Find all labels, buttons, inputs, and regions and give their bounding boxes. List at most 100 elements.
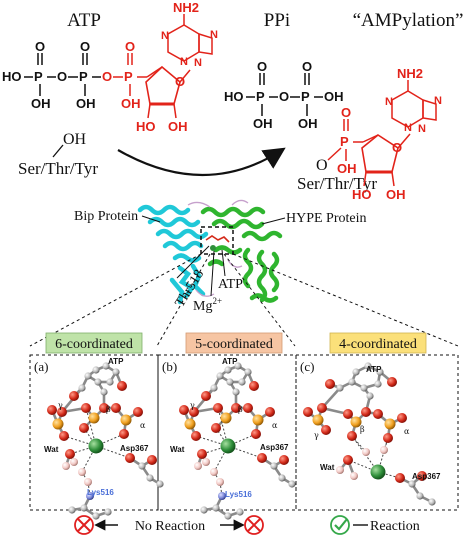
oxygen-atom <box>59 431 69 441</box>
atp-ho: HO <box>2 69 22 84</box>
phosphate-greek-label: α <box>272 421 278 430</box>
oxygen-atom <box>179 405 189 415</box>
oxygen-atom <box>125 453 135 463</box>
atp-n3: N <box>180 56 188 68</box>
carbon-atom <box>336 384 344 392</box>
oxygen-atom <box>251 429 261 439</box>
oxygen-atom <box>361 407 371 417</box>
oxygen-atom <box>279 455 289 465</box>
protein-structure <box>137 199 283 305</box>
coordination-label-c: 4-coordinated <box>339 337 417 352</box>
atp-protein-label: ATP <box>218 277 243 292</box>
oxygen-atom <box>81 403 91 413</box>
product-ring-oh: OH <box>386 187 406 202</box>
atp-bridge-o1: O <box>57 69 67 84</box>
oxygen-atom <box>231 403 241 413</box>
panel-a-frame <box>29 354 159 511</box>
carbon-atom <box>428 498 436 506</box>
atp-p1-oh: OH <box>31 96 51 111</box>
panel-a-wat: Wat <box>44 445 59 454</box>
phosphate-greek-label: γ <box>314 431 319 440</box>
phosphorus-atom <box>184 418 196 430</box>
oxygen-atom <box>117 381 127 391</box>
oxygen-atom <box>383 433 393 443</box>
nitrogen-atom <box>86 492 94 500</box>
carbon-atom <box>238 378 246 386</box>
carbon-atom <box>92 366 100 374</box>
ppi-structure: HO P O OH O P O OH OH <box>224 59 344 131</box>
carbon-atom <box>102 362 110 370</box>
carbon-atom <box>244 368 252 376</box>
phosphorus-atom <box>120 414 132 426</box>
oxygen-atom <box>191 431 201 441</box>
carbon-atom <box>156 480 164 488</box>
carbon-atom <box>80 504 88 512</box>
oxygen-atom <box>213 403 223 413</box>
product-structure: Ser/Thr/Tyr O P O OH O HO OH NH2 <box>297 66 442 202</box>
oxygen-atom <box>69 391 79 401</box>
oxygen-atom <box>257 453 267 463</box>
carbon-atom <box>94 378 102 386</box>
phosphorus-atom <box>220 412 232 424</box>
carbon-atom <box>226 378 234 386</box>
carbon-atom <box>210 384 218 392</box>
hydrogen-atom <box>194 462 202 470</box>
oxygen-atom <box>325 379 335 389</box>
carbon-atom <box>200 506 208 514</box>
oxygen-atom <box>147 455 157 465</box>
oxygen-atom <box>343 409 353 419</box>
reaction-label: Reaction <box>370 519 420 534</box>
coordination-badge-a: 6-coordinated <box>45 332 143 354</box>
product-nh2: NH2 <box>397 66 423 81</box>
carbon-atom <box>212 504 220 512</box>
carbon-atom <box>236 508 244 516</box>
atp-nh2: NH2 <box>173 0 199 15</box>
oxygen-atom <box>265 407 275 417</box>
oxygen-atom <box>79 423 89 433</box>
oxygen-atom <box>373 409 383 419</box>
oxygen-atom <box>57 407 67 417</box>
nitrogen-atom <box>218 492 226 500</box>
mg-atom <box>370 464 386 480</box>
ppi-p1: P <box>256 89 265 104</box>
atp-p1-o: O <box>35 39 45 54</box>
carbon-atom <box>270 462 278 470</box>
ppi-bridge-o: O <box>279 89 289 104</box>
atp-p3-o: O <box>125 39 135 54</box>
atp-structure: HO P O OH O P O OH O P O OH O <box>2 0 218 134</box>
panel-c-id: (c) <box>300 359 314 374</box>
zoom-lines <box>29 253 459 347</box>
panel-c-wat: Wat <box>320 463 335 472</box>
coordination-badge-b: 5-coordinated <box>185 332 283 354</box>
hydrogen-atom <box>84 478 92 486</box>
hype-protein-label: HYPE Protein <box>286 211 367 226</box>
phosphate-greek-label: γ <box>190 401 195 410</box>
atp-pointer <box>221 249 226 277</box>
ppi-p1-oh: OH <box>253 116 273 131</box>
phosphorus-atom <box>252 414 264 426</box>
product-n1: N <box>385 96 393 108</box>
protein-loops <box>187 199 249 297</box>
hydrogen-atom <box>210 468 218 476</box>
ppi-p2-o: O <box>302 59 312 74</box>
hydrogen-atom <box>70 458 78 466</box>
phosphorus-atom <box>384 418 396 430</box>
hydrogen-atom <box>216 478 224 486</box>
mg-pointer <box>210 250 215 297</box>
product-p: P <box>340 134 349 149</box>
carbon-atom <box>112 368 120 376</box>
product-n7: N <box>434 95 442 107</box>
oxygen-atom <box>189 407 199 417</box>
oxygen-atom <box>197 449 207 459</box>
active-site-box <box>200 226 234 255</box>
ampylation-title: “AMPylation” <box>353 10 464 31</box>
panel-b-frame <box>157 354 297 511</box>
panel-bond <box>85 407 97 447</box>
phosphate-greek-label: α <box>140 421 146 430</box>
oxygen-atom <box>249 381 259 391</box>
hydrogen-atom <box>336 466 344 474</box>
panel-c-frame <box>295 354 459 511</box>
check-icon <box>330 515 350 535</box>
